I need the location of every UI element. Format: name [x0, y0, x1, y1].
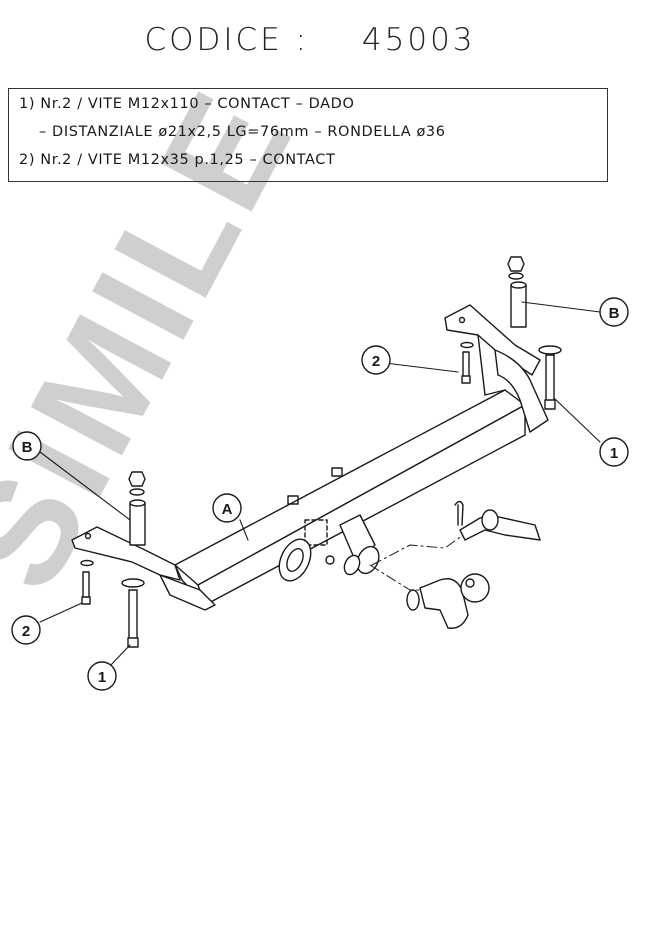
- product-code: 45003: [361, 22, 476, 58]
- callout-1-left: 1: [87, 661, 117, 691]
- svg-text:1: 1: [98, 669, 106, 686]
- callout-b-right: B: [599, 297, 629, 327]
- note-line-2: – DISTANZIALE ø21x2,5 LG=76mm – RONDELLA…: [39, 124, 446, 140]
- callout-2-right: 2: [361, 345, 391, 375]
- callout-1-right: 1: [599, 437, 629, 467]
- release-lever: [454, 500, 541, 541]
- leader-lines: [39, 301, 601, 669]
- note-line-1: 1) Nr.2 / VITE M12x110 – CONTACT – DADO: [19, 96, 355, 112]
- page-title: CODICE : 45003: [0, 22, 620, 58]
- parts-notes-box: 1) Nr.2 / VITE M12x110 – CONTACT – DADO …: [8, 88, 608, 182]
- callout-a: A: [212, 493, 242, 523]
- svg-text:1: 1: [610, 445, 618, 462]
- title-label: CODICE :: [144, 22, 310, 58]
- svg-text:B: B: [22, 439, 33, 456]
- note-line-3: 2) Nr.2 / VITE M12x35 p.1,25 – CONTACT: [19, 152, 336, 168]
- svg-text:2: 2: [22, 623, 30, 640]
- callout-b-left: B: [12, 431, 42, 461]
- svg-text:2: 2: [372, 353, 380, 370]
- tow-ball: [406, 573, 490, 629]
- svg-text:A: A: [222, 501, 233, 518]
- bolt-set-left: [80, 471, 146, 648]
- bolt-set-right: [460, 256, 562, 410]
- crossbar-a: [71, 304, 549, 611]
- svg-text:B: B: [609, 305, 620, 322]
- callout-2-left: 2: [11, 615, 41, 645]
